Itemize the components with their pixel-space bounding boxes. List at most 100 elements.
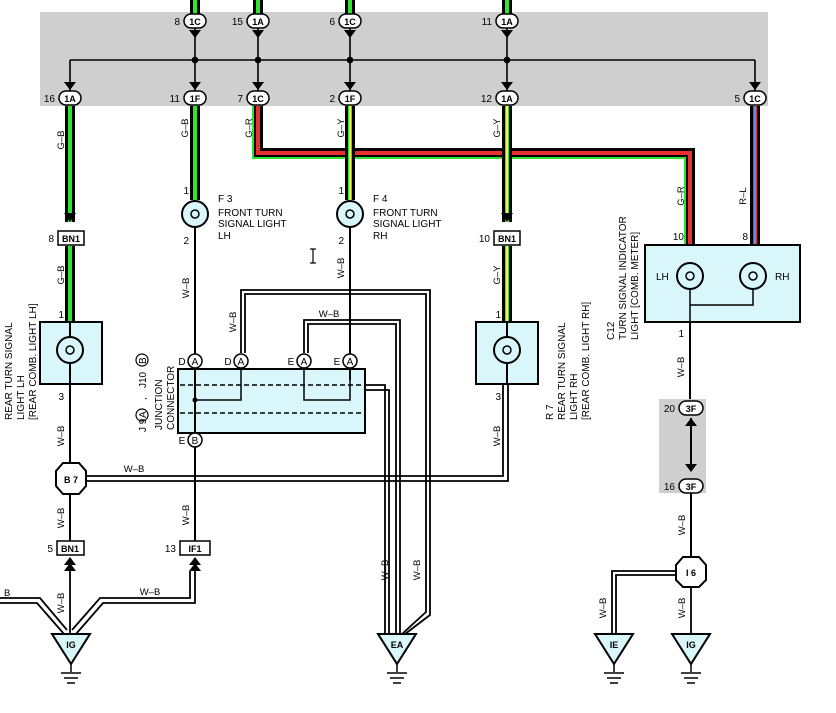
pin-number: 11: [482, 17, 493, 28]
jc-pin-a3: A: [301, 357, 308, 368]
pin-number: 11: [170, 94, 181, 105]
wire-label-gy-3: G–Y: [492, 265, 503, 285]
rear-rh-code: R 7: [545, 404, 556, 420]
wire-label-gy-2: G–Y: [492, 118, 503, 138]
rear-lh-line2: LIGHT LH: [16, 375, 27, 420]
wire-label-wb-r7: W–B: [492, 426, 503, 447]
wire-label-wb-bn1: W–B: [56, 508, 67, 529]
pin-number: 7: [237, 94, 243, 105]
wire-label-wb-3f: W–B: [677, 515, 688, 536]
component-code: F 3: [218, 194, 233, 205]
bottom-connector-1: 1A 16: [44, 82, 82, 106]
connector-id: 1A: [64, 94, 76, 104]
pin-top: 1: [183, 186, 189, 197]
junction-connector: [177, 368, 366, 434]
pin-number: 20: [664, 404, 676, 415]
connector-id: IF1: [188, 544, 201, 554]
top-feed-wires: [190, 0, 512, 14]
jc-comma: ,: [138, 397, 149, 400]
jc-id-labels: [135, 353, 149, 422]
component-line2: SIGNAL LIGHT: [218, 219, 287, 230]
jc-line2: CONNECTOR: [166, 366, 177, 430]
pin-number: 5: [734, 94, 740, 105]
bottom-connector-4: 1F 2: [329, 82, 362, 106]
wire-label-wb-c12: W–B: [676, 357, 687, 378]
top-connector-1: 1C 8: [174, 13, 207, 38]
wire-gr-indicator: [253, 106, 695, 245]
bn1-connector-bottom: BN1 5: [47, 540, 85, 571]
connector-3f-top: 3F 20: [664, 400, 704, 472]
splice-i6: I 6: [675, 556, 707, 588]
wire-label-gb-2: G–B: [56, 265, 67, 284]
connector-id: 1A: [252, 17, 264, 27]
jc-pin-e1: E: [288, 357, 295, 368]
connector-id: 1A: [501, 94, 513, 104]
wire-label-b: B: [4, 588, 10, 599]
turn-signal-indicator-c12: LH RH 10 8 1: [644, 232, 801, 340]
pin-lh: 10: [673, 232, 685, 243]
jc-pin-a2: A: [238, 357, 245, 368]
wires-to-ea: [240, 289, 431, 635]
ground-label: IG: [686, 640, 696, 650]
pin-number: 15: [232, 17, 244, 28]
jc-pin-d1: D: [178, 357, 185, 368]
wire-label-wb-jc1: W–B: [228, 312, 239, 333]
ground-ea: EA: [376, 633, 418, 684]
jc-line1: JUNCTION: [154, 379, 165, 430]
splice-label: I 6: [686, 568, 696, 578]
pin-bottom: 3: [58, 392, 64, 403]
jc-j9: J 9: [138, 418, 149, 432]
connector-id: 1F: [190, 94, 201, 104]
connector-id: 3F: [686, 404, 697, 414]
jc-pin-a1: A: [192, 357, 199, 368]
wire-gb-rear-lh: [64, 106, 76, 322]
wire-label-wb-ea1: W–B: [380, 560, 391, 581]
text-cursor-icon: [310, 248, 316, 264]
connector-id: 1C: [749, 94, 761, 104]
component-line1: FRONT TURN: [218, 208, 283, 219]
bottom-connector-5: 1A 12: [481, 82, 519, 106]
pin-number: 16: [664, 482, 676, 493]
pin-bottom: 2: [183, 236, 189, 247]
wire-label-wb-f4: W–B: [336, 258, 347, 279]
bottom-connector-2: 1F 11: [170, 82, 207, 106]
jc-j10-letter: B: [138, 357, 149, 364]
jc-j10: J10: [138, 371, 149, 388]
ground-label: EA: [391, 640, 404, 650]
pin-bottom: 3: [495, 392, 501, 403]
rear-turn-signal-rh: 1 3: [475, 310, 539, 403]
top-connector-3: 1C 6: [329, 13, 362, 38]
front-turn-signal-lh: 1 2 F 3 FRONT TURN SIGNAL LIGHT LH: [181, 186, 287, 355]
rear-rh-line1: REAR TURN SIGNAL: [557, 322, 568, 420]
wire-gb-front-lh: [190, 106, 200, 200]
rear-rh-line2: LIGHT RH: [569, 374, 580, 421]
component-line1: FRONT TURN: [373, 208, 438, 219]
splice-b7: B 7: [55, 462, 87, 495]
component-line3: RH: [373, 231, 387, 242]
jc-pin-d2: D: [224, 357, 231, 368]
pin-top: 1: [58, 310, 64, 321]
rear-turn-signal-lh: 1 3: [39, 310, 103, 403]
wire-label-gr-1: G–R: [244, 118, 255, 138]
component-code: F 4: [373, 194, 388, 205]
wire-label-wb-ig1: W–B: [56, 593, 67, 614]
ground-ie: IE: [593, 633, 635, 684]
pin-out: 1: [678, 329, 684, 340]
wire-label-gb-1: G–B: [56, 130, 67, 149]
wire-label-wb-r6: W–B: [56, 426, 67, 447]
indicator-rh: RH: [775, 272, 789, 283]
wires-to-ig-left: [0, 571, 196, 635]
top-connector-2: 1A 15: [232, 13, 270, 38]
ground-label: IE: [610, 640, 619, 650]
i6-wires: [611, 570, 692, 634]
pin-number: 10: [479, 234, 491, 245]
jc-pin-a4: A: [347, 357, 354, 368]
connector-id: BN1: [61, 544, 79, 554]
pin-number: 16: [44, 94, 56, 105]
connector-3f-bottom: 3F 16: [664, 478, 704, 494]
wire-label-gb-3: G–B: [180, 118, 191, 137]
connector-id: 1C: [252, 94, 264, 104]
junction-block: [40, 12, 768, 106]
splice-label: B 7: [64, 475, 78, 485]
